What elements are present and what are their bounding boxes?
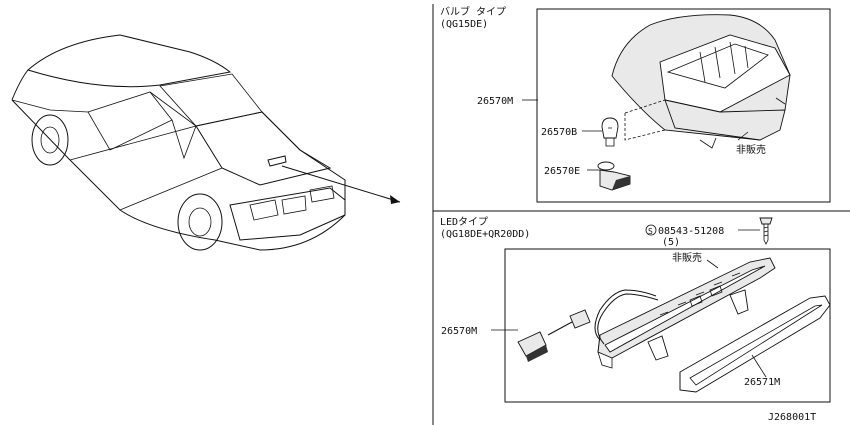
led-type-frame (504, 248, 831, 403)
led-lens-26571M (679, 295, 831, 393)
led-type-section: LEDタイプ (QG18DE+QR20DD) S 08543-51208 (5) (440, 216, 831, 403)
pointer-arrowhead (390, 195, 400, 204)
part-label-26570B: 26570B (541, 127, 577, 138)
not-sold-label-bulb: 非販売 (736, 143, 766, 156)
screw-quantity: (5) (662, 237, 680, 248)
car-illustration (11, 34, 401, 251)
part-label-26571M: 26571M (744, 377, 780, 388)
bulb-type-engine: (QG15DE) (440, 19, 488, 30)
screw-part (759, 217, 773, 245)
not-sold-label-led: 非販売 (672, 251, 702, 264)
part-label-26570M-led: 26570M (441, 326, 477, 337)
bulb-lamp-housing (611, 14, 791, 149)
led-lamp-assembly (517, 257, 776, 369)
bulb-type-frame (536, 8, 831, 203)
socket-26570E (597, 161, 631, 191)
led-type-title: LEDタイプ (440, 216, 488, 228)
screw-symbol-icon (645, 224, 657, 236)
bulb-type-title: バルブ タイプ (440, 5, 506, 18)
diagram-code: J268001T (768, 412, 816, 423)
bulb-type-section: バルブ タイプ (QG15DE) 265 (440, 5, 831, 203)
screw-part-number: 08543-51208 (658, 226, 724, 237)
bulb-26570B (601, 117, 619, 147)
part-label-26570M-bulb: 26570M (477, 96, 513, 107)
part-label-26570E: 26570E (544, 166, 580, 177)
led-type-engine: (QG18DE+QR20DD) (440, 229, 530, 240)
screw-symbol-letter: S (648, 227, 653, 236)
